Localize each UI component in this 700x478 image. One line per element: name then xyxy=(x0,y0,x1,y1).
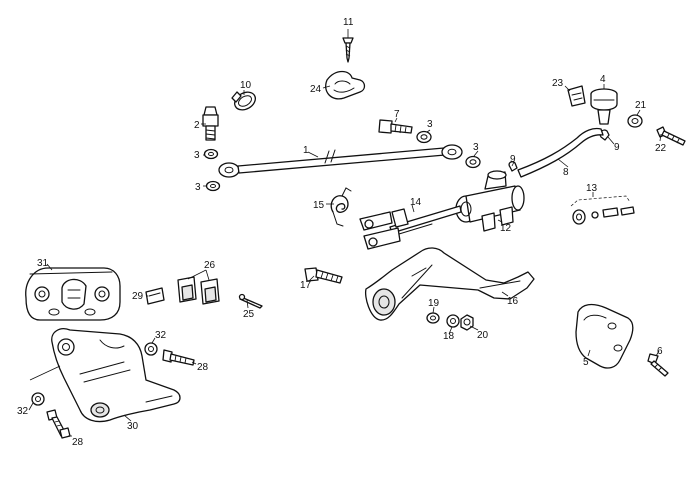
part-6-screw xyxy=(647,353,669,377)
part-12-master-cylinder xyxy=(455,170,525,232)
part-17-pivot-bolt xyxy=(304,267,343,284)
callout-21: 21 xyxy=(635,100,647,111)
callout-20: 20 xyxy=(477,330,489,341)
part-9-hose-clip-lower xyxy=(508,161,518,172)
part-4-reservoir xyxy=(590,88,618,125)
callout-32a: 32 xyxy=(155,330,167,341)
part-14-push-rod xyxy=(359,205,462,250)
callout-14: 14 xyxy=(410,197,422,208)
callout-1: 1 xyxy=(303,145,309,156)
callout-3b: 3 xyxy=(195,182,201,193)
callout-30: 30 xyxy=(127,421,139,432)
callout-4: 4 xyxy=(600,74,606,85)
callout-9b: 9 xyxy=(510,154,516,165)
callout-26: 26 xyxy=(204,260,216,271)
part-2-bleeder xyxy=(202,106,219,141)
callout-28b: 28 xyxy=(72,437,84,448)
part-28-bolt-upper xyxy=(162,349,195,366)
part-13-seal-kit xyxy=(570,195,635,225)
callout-25: 25 xyxy=(243,309,255,320)
part-19-washer xyxy=(426,312,440,324)
part-22-screw xyxy=(656,126,686,146)
part-7-banjo-bolt xyxy=(378,119,413,134)
callout-22: 22 xyxy=(655,143,667,154)
callout-labels: 11 10 24 2 3 3 1 7 3 3 23 4 21 22 9 9 8 … xyxy=(17,17,667,448)
callout-23: 23 xyxy=(552,78,564,89)
part-8-hose xyxy=(517,127,604,178)
callout-2: 2 xyxy=(194,120,200,131)
callout-19: 19 xyxy=(428,298,440,309)
callout-8: 8 xyxy=(563,167,569,178)
callout-11: 11 xyxy=(343,17,354,28)
part-11-screw xyxy=(342,37,354,63)
callout-24: 24 xyxy=(310,84,322,95)
leader-lines xyxy=(28,29,662,437)
callout-28a: 28 xyxy=(197,362,209,373)
part-3-washers-right xyxy=(416,130,481,169)
part-20-nut xyxy=(460,314,474,331)
axis-line-lower-bolt xyxy=(29,365,61,381)
callout-6: 6 xyxy=(657,346,663,357)
part-10-clamp xyxy=(231,91,256,111)
part-26-brake-pads xyxy=(177,276,220,305)
callout-3a: 3 xyxy=(194,150,200,161)
callout-5: 5 xyxy=(583,357,589,368)
part-28-bolt-lower xyxy=(46,409,71,439)
part-16-brake-pedal xyxy=(364,247,535,321)
callout-3d: 3 xyxy=(473,142,479,153)
callout-16: 16 xyxy=(507,296,519,307)
part-25-pad-pin xyxy=(238,293,263,309)
callout-31: 31 xyxy=(37,258,49,269)
callout-13: 13 xyxy=(586,183,598,194)
part-32-washer-upper xyxy=(144,342,158,356)
part-30-caliper-bracket xyxy=(51,328,181,423)
callout-7: 7 xyxy=(394,109,400,120)
part-24-clip xyxy=(325,70,366,100)
part-31-brake-caliper xyxy=(25,267,121,321)
part-5-guard xyxy=(575,303,634,369)
part-3-washers-left xyxy=(203,148,221,192)
callout-29: 29 xyxy=(132,291,144,302)
part-23-bracket xyxy=(567,85,586,107)
callout-32b: 32 xyxy=(17,406,29,417)
part-1-brake-pipe xyxy=(218,144,463,178)
callout-3c: 3 xyxy=(427,119,433,130)
part-15-return-spring xyxy=(330,187,352,227)
part-21-grommet xyxy=(627,114,643,128)
part-29-anti-rattle-plate xyxy=(145,287,165,305)
callout-17: 17 xyxy=(300,280,312,291)
callout-10: 10 xyxy=(240,80,252,91)
part-32-washer-lower xyxy=(31,392,45,406)
callout-12: 12 xyxy=(500,223,512,234)
callout-15: 15 xyxy=(313,200,325,211)
callout-9a: 9 xyxy=(614,142,620,153)
part-18-nut xyxy=(446,314,460,328)
callout-18: 18 xyxy=(443,331,455,342)
